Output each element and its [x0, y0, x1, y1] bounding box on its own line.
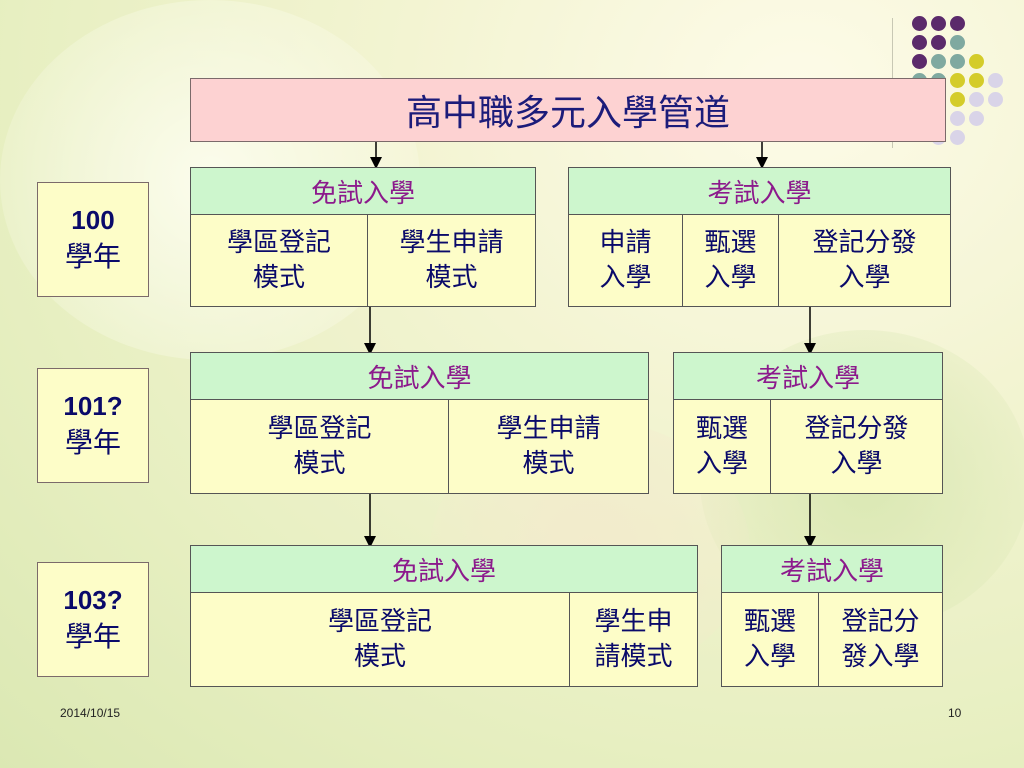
decorative-dot	[988, 73, 1003, 88]
free-admission-header: 免試入學	[191, 168, 535, 215]
decorative-dot	[950, 35, 965, 50]
year-number: 100	[71, 205, 115, 236]
diagram-title: 高中職多元入學管道	[190, 78, 946, 142]
method-cell: 甄選入學	[674, 400, 771, 493]
method-cell: 申請入學	[569, 215, 683, 306]
decorative-dot	[950, 16, 965, 31]
decorative-dot	[969, 54, 984, 69]
decorative-dot	[950, 92, 965, 107]
method-cell: 甄選入學	[683, 215, 779, 306]
decorative-dot	[950, 54, 965, 69]
method-cell: 登記分發入學	[812, 228, 917, 293]
method-cell: 學生申請模式	[594, 607, 673, 672]
year-label-103: 103? 學年	[37, 562, 149, 677]
exam-admission-group-101: 考試入學 甄選入學 登記分發入學	[673, 352, 943, 494]
decorative-dot	[931, 54, 946, 69]
decorative-dot	[912, 54, 927, 69]
decorative-dot	[931, 16, 946, 31]
method-cell: 學區登記模式	[191, 593, 570, 686]
decorative-dot	[969, 73, 984, 88]
decorative-dot	[912, 35, 927, 50]
year-unit: 學年	[64, 620, 121, 654]
free-admission-group-100: 免試入學 學區登記模式 學生申請模式	[190, 167, 536, 307]
decorative-dot	[969, 92, 984, 107]
exam-admission-header: 考試入學	[569, 168, 950, 215]
exam-admission-group-100: 考試入學 申請入學 甄選入學 登記分發入學	[568, 167, 951, 307]
year-label-100: 100 學年	[37, 182, 149, 297]
method-cell: 學生申請模式	[399, 228, 504, 293]
decorative-dot	[931, 35, 946, 50]
method-cell: 登記分發入學	[804, 414, 909, 479]
exam-admission-header: 考試入學	[722, 546, 942, 593]
decorative-dot	[969, 111, 984, 126]
method-cell: 學區登記模式	[191, 400, 449, 493]
method-cell: 甄選入學	[722, 593, 819, 686]
year-number: 101?	[63, 391, 123, 422]
decorative-dot	[950, 111, 965, 126]
free-admission-group-103: 免試入學 學區登記模式 學生申請模式	[190, 545, 698, 687]
year-unit: 學年	[64, 240, 121, 274]
decorative-dot	[988, 92, 1003, 107]
method-cell: 學區登記模式	[191, 215, 368, 306]
year-label-101: 101? 學年	[37, 368, 149, 483]
year-unit: 學年	[64, 426, 121, 460]
free-admission-group-101: 免試入學 學區登記模式 學生申請模式	[190, 352, 649, 494]
exam-admission-header: 考試入學	[674, 353, 942, 400]
method-cell: 登記分發入學	[841, 607, 920, 672]
decorative-dot	[950, 130, 965, 145]
footer-page-number: 10	[948, 706, 962, 720]
free-admission-header: 免試入學	[191, 353, 648, 400]
decorative-dot	[950, 73, 965, 88]
decorative-dot	[912, 16, 927, 31]
method-cell: 學生申請模式	[496, 414, 601, 479]
footer-date: 2014/10/15	[60, 706, 121, 720]
exam-admission-group-103: 考試入學 甄選入學 登記分發入學	[721, 545, 943, 687]
free-admission-header: 免試入學	[191, 546, 697, 593]
year-number: 103?	[63, 585, 123, 616]
